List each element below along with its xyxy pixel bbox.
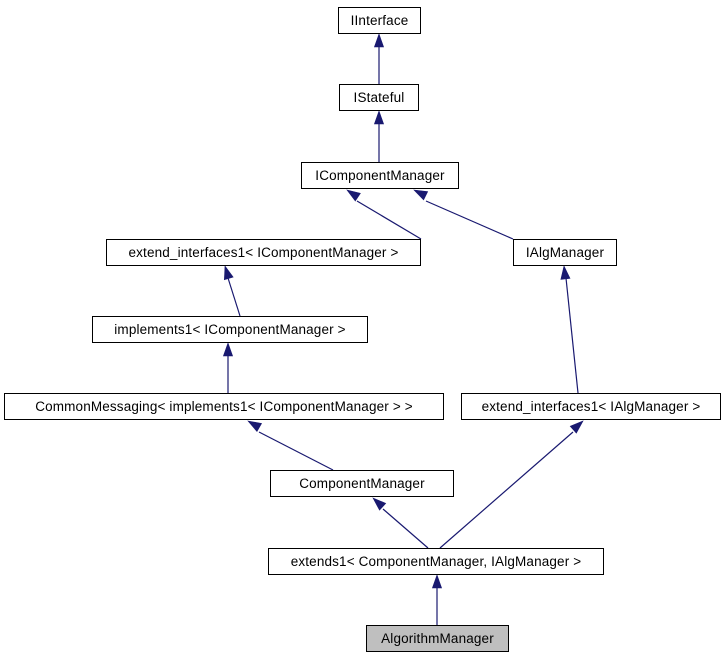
edge-line xyxy=(382,508,429,549)
inheritance-arrowhead xyxy=(224,265,234,281)
inheritance-edge-implements1-icomponentmanager-to-extend-interfaces1-icomponentmanager xyxy=(224,265,241,317)
uml-class-label: extend_interfaces1< IComponentManager > xyxy=(128,244,399,260)
uml-class-node-istateful[interactable]: IStateful xyxy=(339,84,419,111)
edge-line xyxy=(356,200,422,240)
inheritance-edge-algorithmmanager-to-extends1-componentmanager-ialgmanager xyxy=(431,574,443,625)
uml-class-label: AlgorithmManager xyxy=(381,630,494,646)
uml-class-node-extend-interfaces1-icomponentmanager[interactable]: extend_interfaces1< IComponentManager > xyxy=(106,239,421,266)
inheritance-arrowhead xyxy=(373,33,385,48)
uml-class-node-extends1-componentmanager-ialgmanager[interactable]: extends1< ComponentManager, IAlgManager … xyxy=(268,548,604,575)
inheritance-edge-extend-interfaces1-icomponentmanager-to-icomponentmanager xyxy=(346,189,422,240)
inheritance-edge-istateful-to-iinterface xyxy=(373,33,385,84)
uml-class-label: ComponentManager xyxy=(299,475,425,491)
inheritance-edge-extend-interfaces1-ialgmanager-to-ialgmanager xyxy=(560,265,579,394)
inheritance-edge-extends1-componentmanager-ialgmanager-to-extend-interfaces1-ialgmanager xyxy=(439,420,584,549)
inheritance-arrowhead xyxy=(247,420,263,432)
inheritance-arrowhead xyxy=(431,574,443,589)
uml-class-label: IAlgManager xyxy=(525,244,605,260)
uml-class-node-algorithmmanager[interactable]: AlgorithmManager xyxy=(366,625,509,652)
edge-line xyxy=(258,431,334,471)
uml-class-label: implements1< IComponentManager > xyxy=(114,321,346,337)
uml-class-node-ialgmanager[interactable]: IAlgManager xyxy=(513,239,617,266)
uml-class-label: extend_interfaces1< IAlgManager > xyxy=(481,398,701,414)
inheritance-arrowhead xyxy=(373,110,385,125)
uml-class-label: IComponentManager xyxy=(315,167,445,183)
uml-class-label: IInterface xyxy=(350,12,409,28)
uml-class-label: extends1< ComponentManager, IAlgManager … xyxy=(290,553,582,569)
inheritance-arrowhead xyxy=(222,342,234,357)
inheritance-arrowhead xyxy=(413,189,429,201)
edge-line xyxy=(565,277,579,394)
inheritance-arrowhead xyxy=(346,189,361,202)
edge-line xyxy=(439,431,574,549)
inheritance-edge-componentmanager-to-commonmessaging-implements1-icomponentmanager xyxy=(247,420,334,471)
inheritance-arrowhead xyxy=(560,265,571,280)
edge-line xyxy=(425,200,514,240)
uml-class-node-componentmanager[interactable]: ComponentManager xyxy=(270,470,454,497)
inheritance-edge-commonmessaging-implements1-icomponentmanager-to-implements1-icomponentmanager xyxy=(222,342,234,393)
inheritance-arrowhead xyxy=(569,420,584,434)
uml-class-node-commonmessaging-implements1-icomponentmanager[interactable]: CommonMessaging< implements1< IComponent… xyxy=(4,393,444,420)
uml-class-node-icomponentmanager[interactable]: IComponentManager xyxy=(301,162,459,189)
uml-class-label: CommonMessaging< implements1< IComponent… xyxy=(35,398,413,414)
edge-line xyxy=(227,277,241,317)
uml-class-node-implements1-icomponentmanager[interactable]: implements1< IComponentManager > xyxy=(92,316,368,343)
uml-class-node-extend-interfaces1-ialgmanager[interactable]: extend_interfaces1< IAlgManager > xyxy=(461,393,721,420)
inheritance-edge-icomponentmanager-to-istateful xyxy=(373,110,385,162)
inheritance-edge-ialgmanager-to-icomponentmanager xyxy=(413,189,514,240)
uml-class-node-iinterface[interactable]: IInterface xyxy=(338,7,421,34)
uml-class-label: IStateful xyxy=(353,89,405,105)
inheritance-edge-extends1-componentmanager-ialgmanager-to-componentmanager xyxy=(372,497,429,549)
inheritance-arrowhead xyxy=(372,497,387,511)
